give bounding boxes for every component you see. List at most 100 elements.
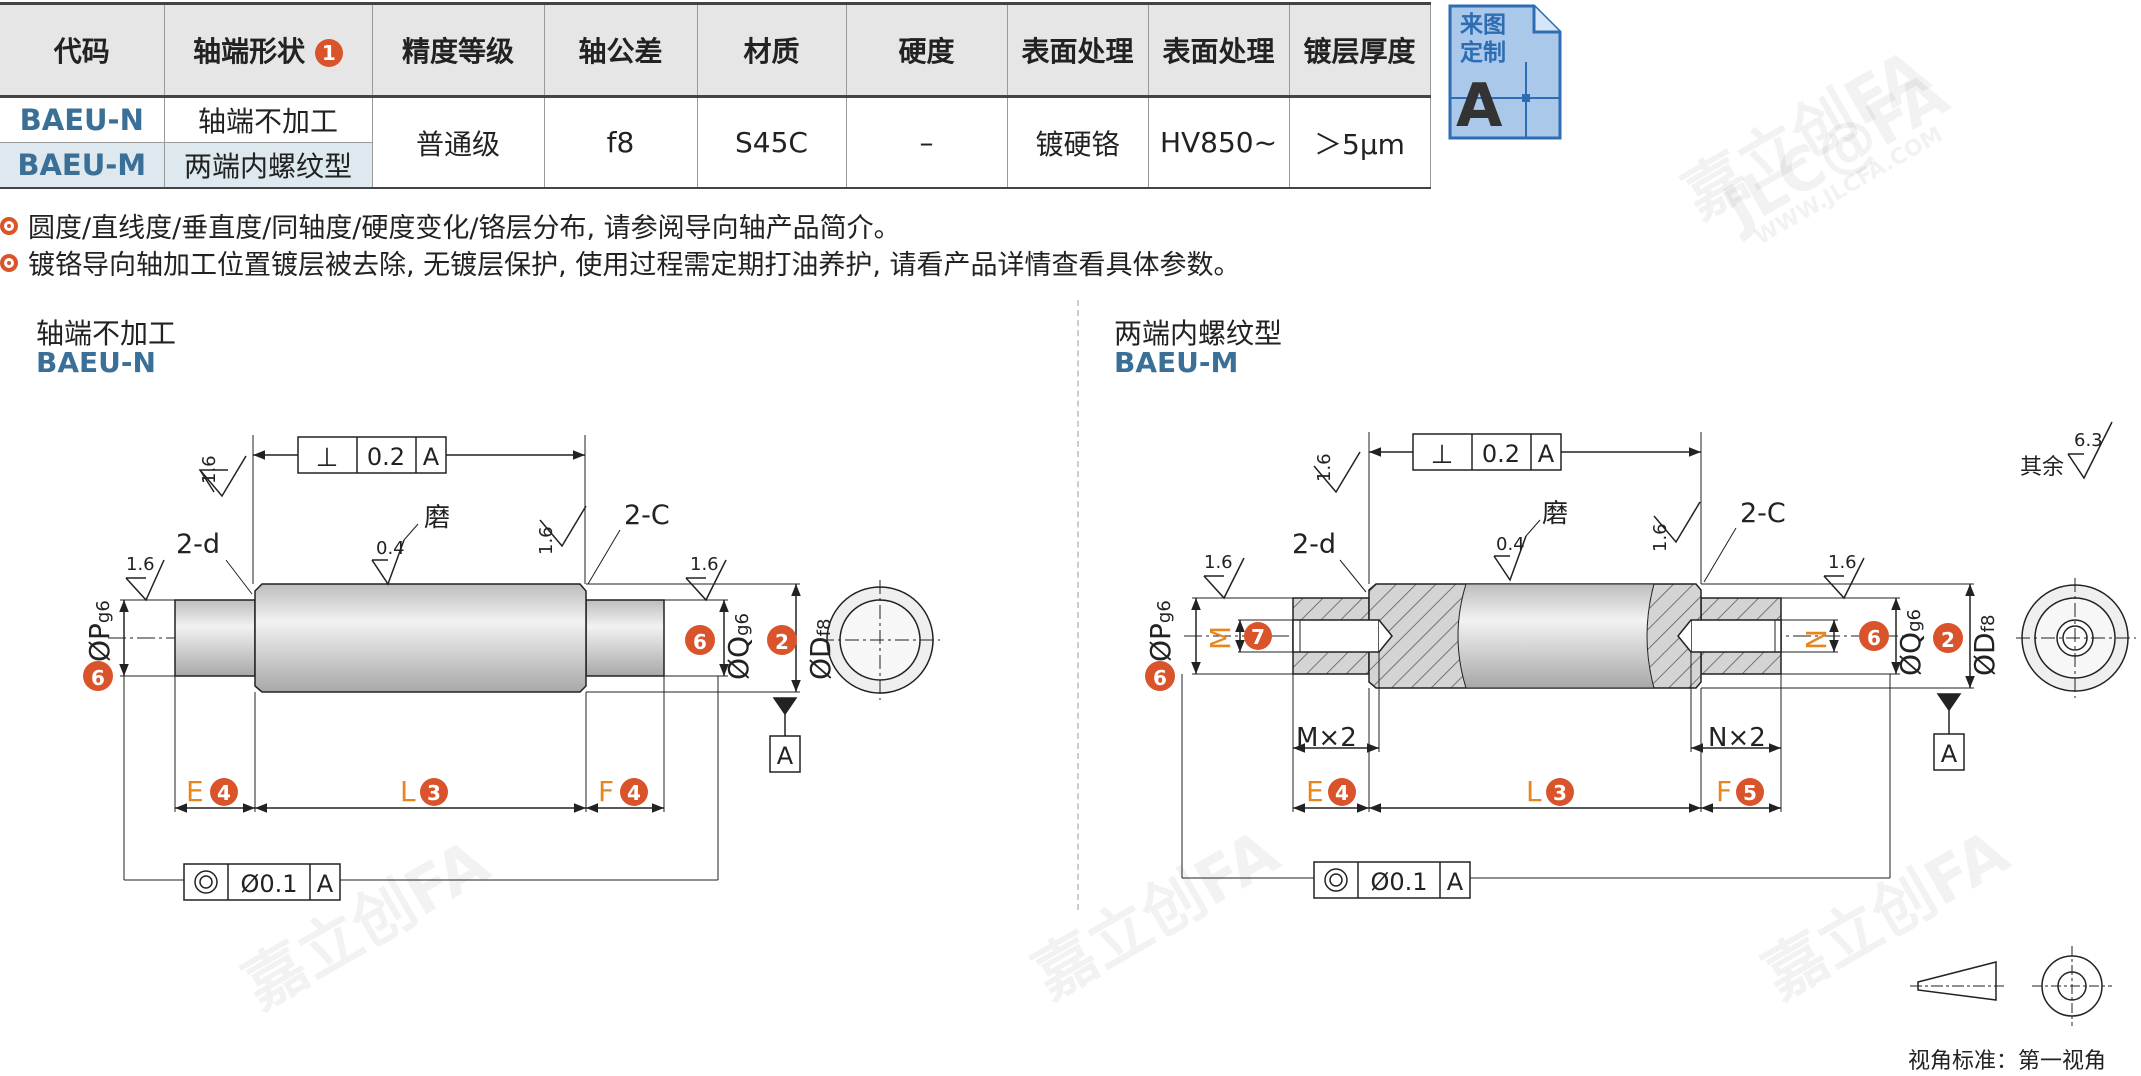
table-row: BAEU-M 两端内螺纹型 [0, 142, 1430, 189]
shaft-body [254, 583, 587, 693]
watermark: 嘉立创FA WWW.JLCFA.COM 嘉立创FA 嘉立创FA 嘉立创FA JL… [231, 35, 2021, 1023]
dim-Q-sub: g6 [1904, 609, 1925, 632]
roughness-value: 1.6 [1828, 552, 1857, 573]
perpendicularity-box [297, 436, 447, 474]
table-row: BAEU-N 轴端不加工 普通级 f8 S45C – 镀硬铬 HV850~ ＞5… [0, 96, 1431, 189]
dim-P-label: ØPg6 [83, 600, 116, 662]
dia-symbol: Ø [1968, 654, 2001, 676]
right-section-code: BAEU-M [1114, 346, 1239, 379]
watermark-logo: 嘉立创FA [1751, 815, 2021, 1013]
roughness-value: 1.6 [1314, 453, 1335, 482]
row-shape: 两端内螺纹型 [164, 142, 373, 189]
roughness-value: 1.6 [199, 455, 220, 484]
left-drawing: ⊥ 0.2 A 1.6 1.6 1.6 1.6 0.4 磨 2-d 2-C [108, 435, 940, 901]
dim-Q-sub: g6 [732, 613, 753, 636]
dim-E: E [186, 775, 204, 808]
header-thickness: 镀层厚度 [1289, 2, 1431, 98]
dim-E: E [1306, 775, 1324, 808]
perpendicular-symbol: ⊥ [1431, 440, 1454, 470]
right-drawing: ⊥ 0.2 A 1.6 1.6 1.6 1.6 0.4 磨 2-d 2-C [1181, 421, 2136, 1026]
badge-E [210, 778, 238, 806]
row-code: BAEU-M [0, 142, 165, 189]
badge-D-text: 2 [775, 630, 789, 654]
watermark-logo: 嘉立创FA [1021, 815, 1291, 1013]
roughness-icon [1313, 451, 1361, 494]
badge-L-text: 3 [1553, 781, 1567, 805]
perpendicular-datum: A [423, 443, 440, 471]
dim-Q: Q [722, 636, 755, 658]
roughness-grind-icon [371, 539, 405, 586]
roughness-value: 1.6 [690, 554, 719, 575]
dia-symbol: Ø [804, 658, 837, 680]
note-1: 圆度/直线度/垂直度/同轴度/硬度变化/铬层分布, 请参阅导向轴产品简介。 [0, 206, 901, 245]
dim-P-sub: g6 [93, 600, 114, 623]
badge-Q-text: 6 [1867, 626, 1881, 650]
dim-P: P [83, 623, 116, 640]
roughness-grind-value: 0.4 [1496, 534, 1525, 555]
roughness-icon [199, 455, 247, 498]
badge-F [1736, 778, 1764, 806]
chamfer-d-label: 2-d [1292, 529, 1336, 560]
runout-value: Ø0.1 [240, 870, 297, 898]
roughness-other-label: 其余 [2020, 455, 2064, 480]
dim-Q-label: ØQg6 [1894, 609, 1927, 676]
cell-surface1: 镀硬铬 [1007, 96, 1149, 189]
perpendicular-value: 0.2 [367, 443, 405, 471]
badge-Q-text: 6 [693, 630, 707, 654]
dim-D-sub: f8 [814, 619, 835, 637]
dim-P-label: ØPg6 [1144, 600, 1177, 662]
custom-icon-line1: 来图 [1460, 12, 1506, 38]
badge-L [1546, 778, 1574, 806]
badge-E [1328, 778, 1356, 806]
runout-datum: A [317, 870, 334, 898]
dim-D: D [1968, 632, 2001, 654]
cell-thickness: ＞5μm [1289, 96, 1431, 189]
datum-label: A [777, 742, 794, 770]
table-header-row: 代码 轴端形状 1 精度等级 轴公差 材质 硬度 表面处理 表面处理 镀层厚度 [0, 2, 1431, 98]
roughness-value: 1.6 [536, 526, 557, 555]
badge-F [620, 778, 648, 806]
section-divider [1077, 300, 1079, 910]
grind-label: 磨 [424, 503, 450, 533]
roughness-grind-value: 0.4 [376, 538, 405, 559]
note-1-text: 圆度/直线度/垂直度/同轴度/硬度变化/铬层分布, 请参阅导向轴产品简介。 [28, 213, 901, 244]
datum-triangle-icon [772, 697, 798, 716]
bullet-icon [0, 216, 18, 235]
dim-Q-label: ØQg6 [722, 613, 755, 680]
chamfer-d-label: 2-d [176, 529, 220, 560]
custom-icon-letter: A [1456, 71, 1503, 141]
cell-hardness: – [846, 96, 1008, 189]
runout-box [1313, 861, 1471, 899]
dia-symbol: Ø [722, 658, 755, 680]
roughness-value: 1.6 [126, 554, 155, 575]
dim-P-sub: g6 [1154, 600, 1175, 623]
projection-cone-icon [1917, 961, 1997, 1001]
badge-P-text: 6 [1153, 666, 1167, 690]
runout-value: Ø0.1 [1370, 868, 1427, 896]
dia-symbol: Ø [1144, 640, 1177, 662]
runout-box [183, 863, 341, 901]
datum-triangle-icon [1936, 693, 1962, 712]
watermark-logo: 嘉立创FA [231, 825, 501, 1023]
custom-drawing-icon[interactable]: 来图 定制 A [1446, 2, 1564, 142]
row-shape: 轴端不加工 [164, 96, 373, 143]
note-2: 镀铬导向轴加工位置镀层被去除, 无镀层保护, 使用过程需定期打油养护, 请看产品… [0, 243, 1241, 282]
roughness-icon [1653, 501, 1701, 544]
cell-material: S45C [697, 96, 847, 189]
dim-D-sub: f8 [1978, 615, 1999, 633]
dim-M: M [1204, 626, 1237, 650]
header-code: 代码 [0, 2, 165, 98]
datum-label: A [1941, 740, 1958, 768]
left-section-title: 轴端不加工 [36, 317, 177, 350]
left-section-code: BAEU-N [36, 346, 156, 379]
badge-E-text: 4 [1335, 781, 1349, 805]
perpendicularity-box [1412, 433, 1562, 471]
dim-N: N [1800, 629, 1833, 650]
roughness-icon [539, 505, 587, 548]
dim-D-label: ØDf8 [1968, 615, 2001, 676]
cell-surface2: HV850~ [1148, 96, 1290, 189]
dim-D: D [804, 636, 837, 658]
badge-M [1244, 622, 1272, 650]
left-end-journal [174, 599, 256, 677]
